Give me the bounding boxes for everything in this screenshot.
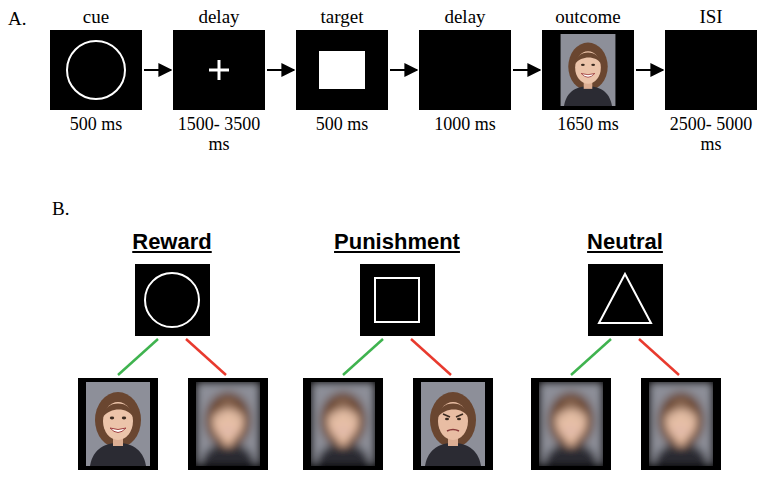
screen-label: delay <box>419 6 511 28</box>
condition-cue: Reward <box>92 228 252 336</box>
screen-label: cue <box>50 6 142 28</box>
duration-label: 1650 ms <box>542 114 634 134</box>
cue-box <box>360 264 435 336</box>
condition-label: Neutral <box>545 228 705 256</box>
sequence-arrow <box>636 69 663 71</box>
sequence-arrow <box>144 69 171 71</box>
trial-screen: outcome 1650 ms <box>542 6 634 134</box>
condition-label: Reward <box>92 228 252 256</box>
screen-label: target <box>296 6 388 28</box>
screen-box <box>173 30 265 110</box>
panel-letter: B. <box>52 198 69 220</box>
trial-screen: delay 1500- 3500 ms <box>173 6 265 154</box>
duration-label: 1000 ms <box>419 114 511 134</box>
screen-box <box>50 30 142 110</box>
duration-label: 500 ms <box>50 114 142 134</box>
sequence-arrow <box>513 69 540 71</box>
screen-box <box>296 30 388 110</box>
screen-box <box>665 30 757 110</box>
duration-label: 1500- 3500 ms <box>173 114 265 154</box>
screen-box <box>419 30 511 110</box>
duration-label: 2500- 5000 ms <box>665 114 757 154</box>
screen-label: delay <box>173 6 265 28</box>
cue-box <box>135 264 210 336</box>
sequence-arrow <box>390 69 417 71</box>
cue-box <box>588 264 663 336</box>
trial-screen: ISI 2500- 5000 ms <box>665 6 757 154</box>
condition-label: Punishment <box>317 228 477 256</box>
screen-box <box>542 30 634 110</box>
trial-screen: target 500 ms <box>296 6 388 134</box>
panel-letter: A. <box>8 8 26 30</box>
sequence-arrow <box>267 69 294 71</box>
screen-label: ISI <box>665 6 757 28</box>
trial-screen: cue 500 ms <box>50 6 142 134</box>
condition-cue: Punishment <box>317 228 477 336</box>
duration-label: 500 ms <box>296 114 388 134</box>
trial-screen: delay 1000 ms <box>419 6 511 134</box>
condition-cue: Neutral <box>545 228 705 336</box>
screen-label: outcome <box>542 6 634 28</box>
